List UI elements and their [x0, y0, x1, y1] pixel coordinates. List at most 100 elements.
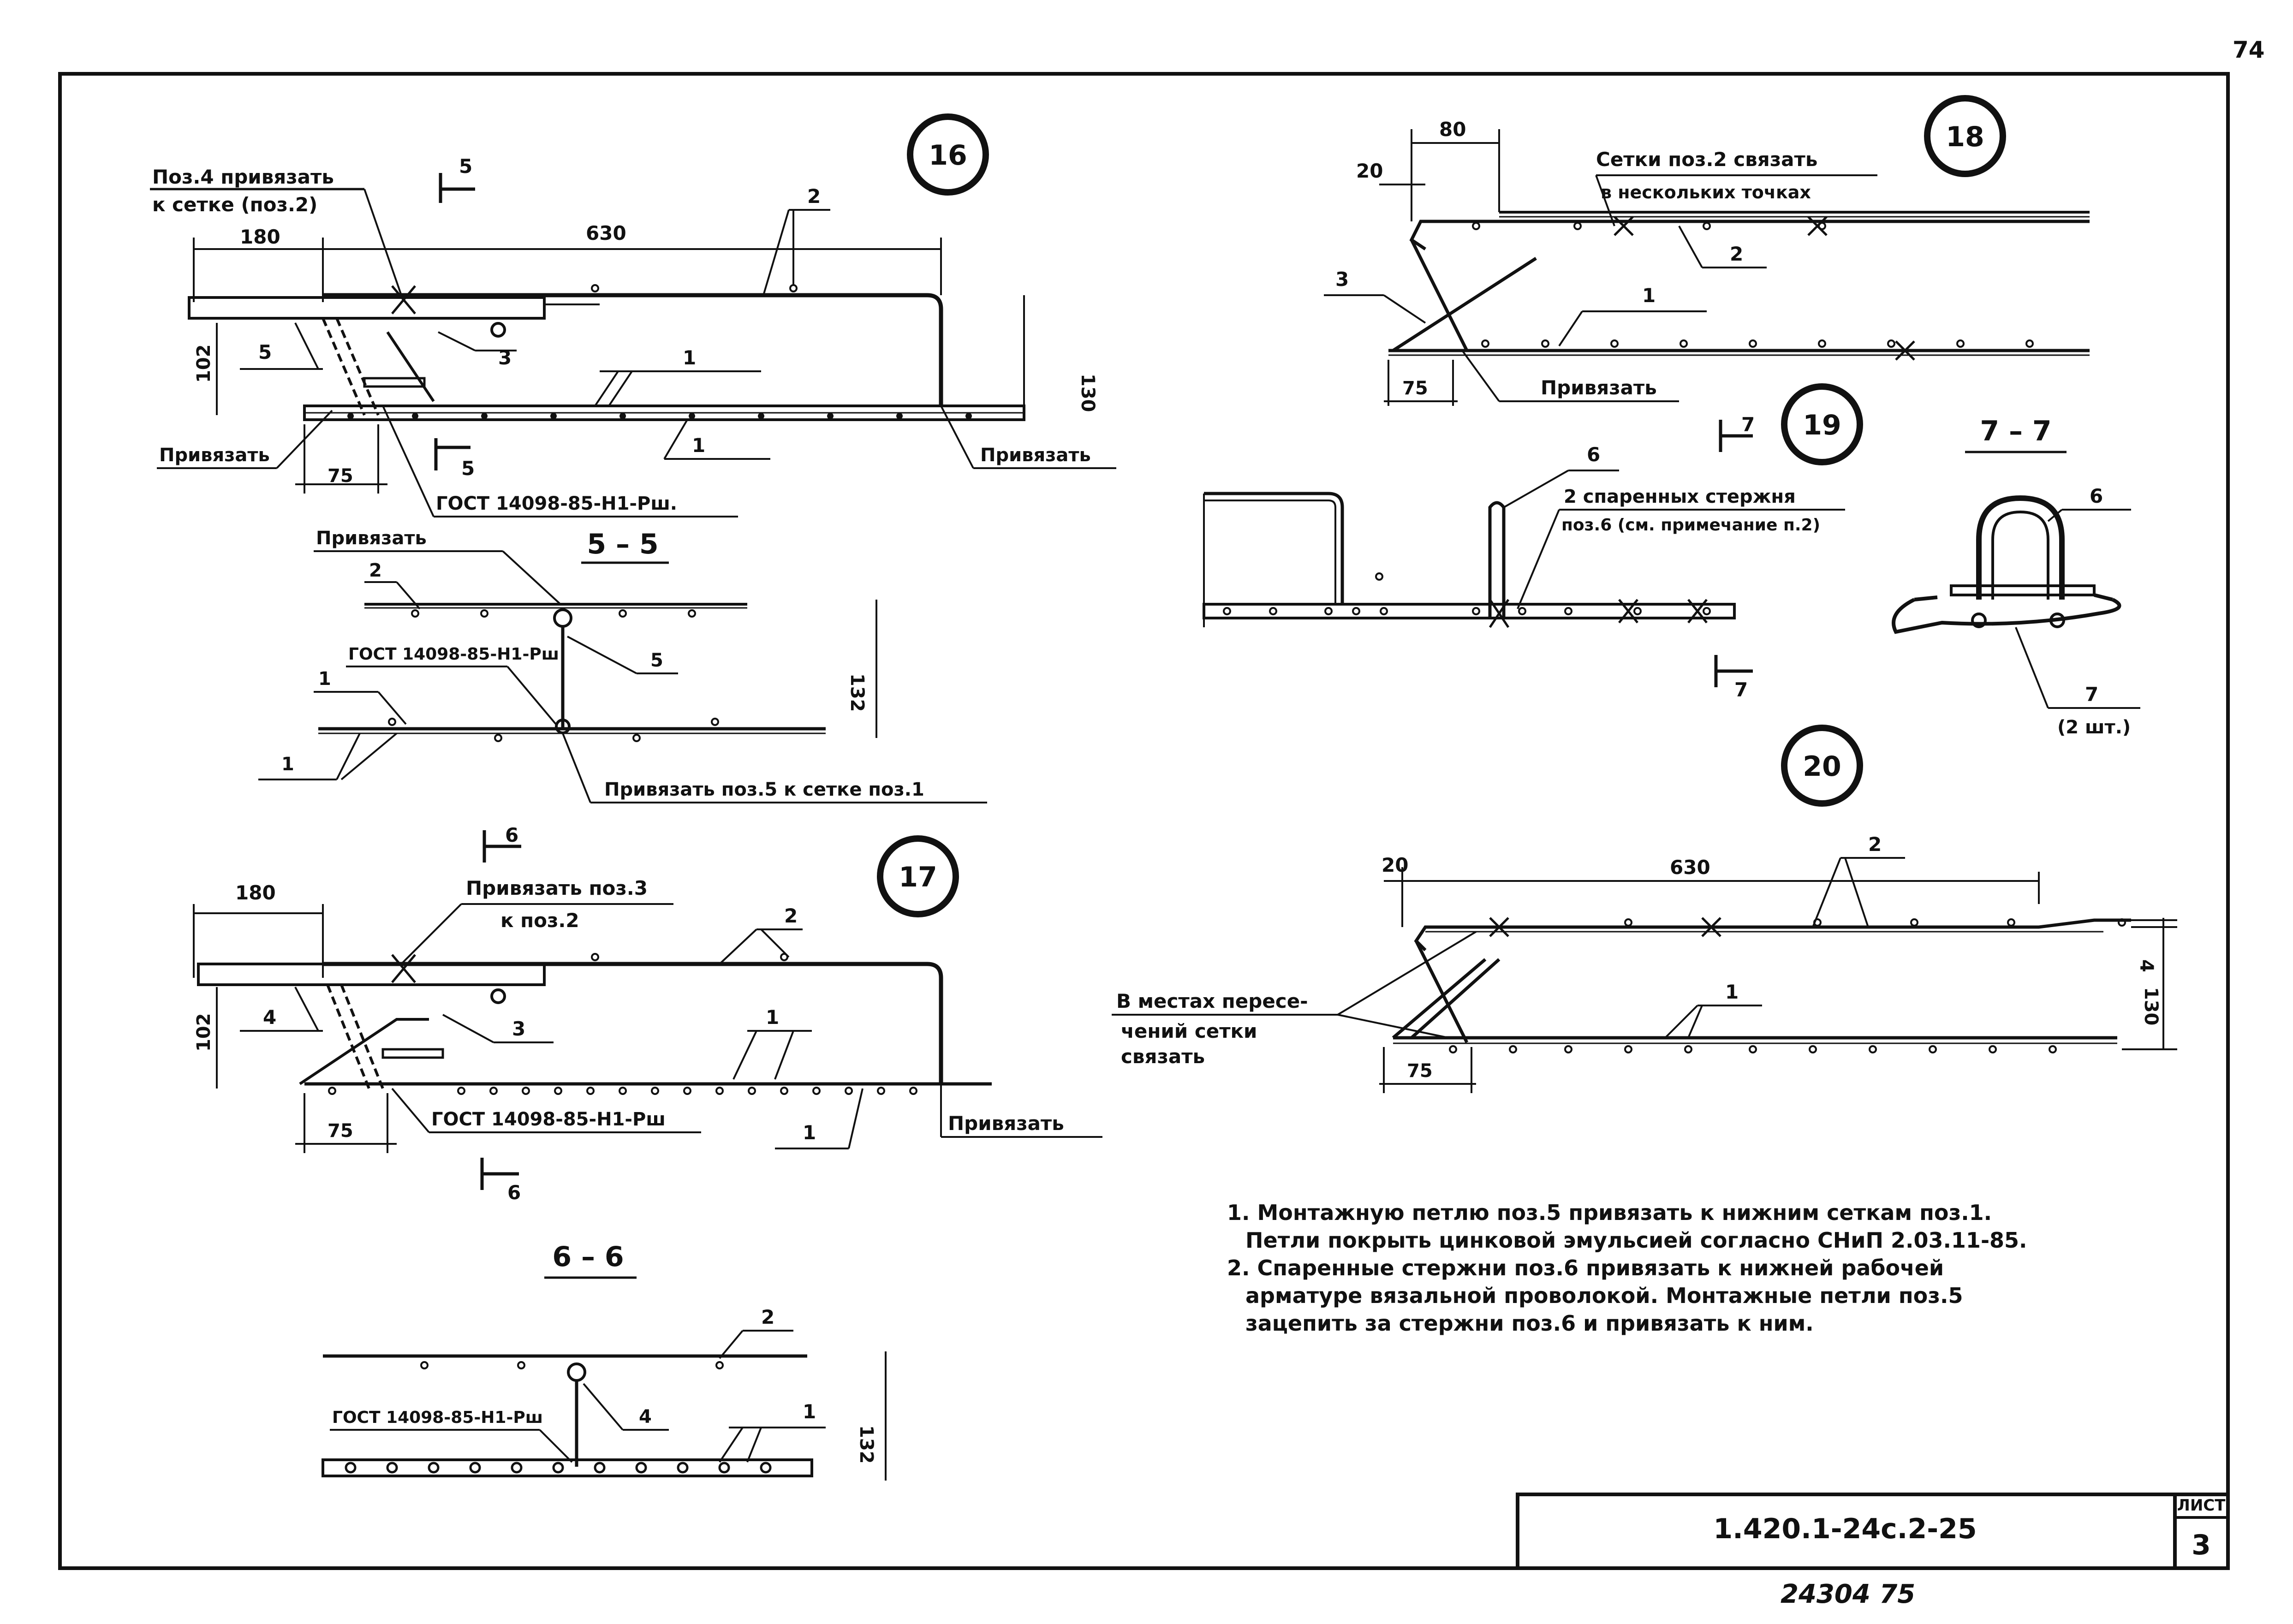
s66-pos4: 4	[639, 1406, 652, 1428]
d17-note: Привязать поз.3	[466, 877, 648, 899]
dim-20-20: 20	[1382, 854, 1408, 876]
d18-note: Сетки поз.2 связать	[1596, 148, 1817, 171]
dim-132: 132	[846, 673, 868, 712]
d17-pos2: 2	[784, 904, 798, 927]
dim-102-17: 102	[193, 1013, 214, 1052]
s55-pos1a: 1	[318, 668, 331, 690]
s66-pos1: 1	[803, 1400, 816, 1423]
s77-pos6: 6	[2090, 485, 2103, 507]
detail-16: 16 Поз.4 привязать к сетке (поз.2) 5 180…	[150, 113, 1116, 518]
detail-16-number: 16	[929, 139, 967, 172]
dim-180: 180	[240, 226, 280, 248]
s55-tie-bottom: Привязать поз.5 к сетке поз.1	[604, 779, 924, 800]
d20-note2: чений сетки	[1121, 1020, 1257, 1042]
note-line-1: 1. Монтажную петлю поз.5 привязать к ниж…	[1227, 1200, 1992, 1225]
d16-pos2: 2	[807, 185, 821, 208]
d16-tie-left: Привязать	[159, 445, 270, 466]
d16-tie-right: Привязать	[980, 445, 1091, 466]
detail-20-number: 20	[1803, 750, 1841, 783]
d17-pos4: 4	[263, 1006, 276, 1029]
d18-bottom-bars	[1481, 339, 2034, 348]
d16-bottom-bars	[347, 413, 972, 419]
page-number: 74	[2233, 36, 2265, 63]
s66-bottom-bars	[345, 1462, 772, 1474]
detail-19: 19 7 6 2 спаренных стержня поз.6 (см. пр…	[1203, 383, 1863, 701]
section-6-6: 6 – 6 2 4 ГОСТ 14098-85-Н1-Рш 1 132	[322, 1241, 887, 1481]
general-notes: 1. Монтажную петлю поз.5 привязать к ниж…	[1227, 1200, 2027, 1336]
dim-130: 130	[1077, 374, 1098, 412]
d16-pos1b: 1	[692, 434, 705, 457]
dim-102: 102	[193, 345, 214, 383]
s66-gost: ГОСТ 14098-85-Н1-Рш	[332, 1408, 543, 1427]
d19-bars	[1223, 607, 1711, 615]
note-line-2: Петли покрыть цинковой эмульсией согласн…	[1245, 1228, 2027, 1253]
d20-pos2: 2	[1868, 833, 1882, 856]
detail-18: 18 80 20 Сетки поз.2 связать в нескольки…	[1324, 95, 2090, 406]
d16-pos1a: 1	[683, 346, 696, 369]
d19-note: 2 спаренных стержня	[1564, 486, 1796, 507]
note-line-4: арматуре вязальной проволокой. Монтажные…	[1245, 1283, 1963, 1308]
dim-130-20: 130	[2140, 987, 2162, 1026]
section-7-7: 7 – 7 6 7 (2 шт.)	[1892, 415, 2140, 738]
drawing-frame	[58, 72, 2230, 1570]
s55-tie-top: Привязать	[316, 528, 427, 549]
section-6-6-title: 6 – 6	[552, 1241, 624, 1273]
d18-pos2: 2	[1730, 243, 1743, 265]
section-7-7-title: 7 – 7	[1980, 415, 2051, 447]
d17-pos1a: 1	[766, 1006, 779, 1029]
section-5-5: 5 – 5 Привязать 2 5 ГОСТ 14098-85-Н1-Рш …	[258, 528, 987, 803]
title-block: 1.420.1-24с.2-25 ЛИСТ 3	[1516, 1493, 2230, 1570]
d18-pos3: 3	[1335, 268, 1349, 291]
section-5-5-title: 5 – 5	[587, 528, 658, 560]
dim-75-17: 75	[328, 1120, 353, 1142]
d20-pos1: 1	[1725, 981, 1739, 1003]
d17-gost: ГОСТ 14098-85-Н1-Рш	[431, 1109, 666, 1130]
d20-bottom-bars	[1449, 1045, 2057, 1053]
d18-note2: в нескольких точках	[1601, 182, 1811, 202]
detail-19-number: 19	[1803, 409, 1841, 441]
d16-pos5: 5	[258, 341, 272, 363]
section-mark-5-top: 5	[459, 155, 472, 178]
detail-16-note2: к сетке (поз.2)	[152, 193, 317, 216]
detail-18-number: 18	[1946, 121, 1984, 153]
detail-17: 17 6 Привязать поз.3 к поз.2 180 2 3 4	[193, 824, 1102, 1204]
d20-note: В местах пересе-	[1116, 990, 1308, 1012]
note-line-5: зацепить за стержни поз.6 и привязать к …	[1245, 1311, 1814, 1336]
section-mark-7-top: 7	[1741, 413, 1755, 436]
detail-16-marker	[907, 113, 989, 196]
d17-pos3: 3	[512, 1017, 525, 1040]
d17-pos1b: 1	[803, 1121, 816, 1144]
dim-4: 4	[2136, 959, 2157, 972]
s55-gost: ГОСТ 14098-85-Н1-Рш	[348, 645, 559, 664]
s55-pos2: 2	[369, 560, 382, 581]
s77-pos7: 7	[2085, 683, 2098, 706]
dim-75-18: 75	[1402, 378, 1428, 399]
dim-630: 630	[586, 222, 626, 244]
d19-pos6: 6	[1587, 443, 1600, 466]
s55-pos5: 5	[650, 650, 663, 671]
d17-note2: к поз.2	[500, 909, 579, 932]
s77-qty: (2 шт.)	[2057, 717, 2131, 738]
detail-20: 20 20 630 2 1 В местах перес	[1112, 725, 2177, 1093]
section-mark-5-bottom: 5	[461, 457, 475, 480]
detail-18-marker	[1924, 95, 2006, 177]
sheet-number: 3	[2192, 1529, 2211, 1561]
note-line-3: 2. Спаренные стержни поз.6 привязать к н…	[1227, 1255, 1944, 1280]
s66-pos2: 2	[761, 1306, 774, 1328]
dim-132-66: 132	[856, 1425, 877, 1464]
detail-20-marker	[1781, 725, 1863, 807]
dim-75-20: 75	[1407, 1060, 1433, 1082]
detail-17-number: 17	[899, 861, 937, 893]
detail-17-marker	[877, 835, 959, 917]
d18-pos1: 1	[1642, 284, 1656, 307]
d17-tie-right: Привязать	[948, 1112, 1064, 1135]
d17-bottom-bars	[328, 1087, 917, 1095]
dim-180-17: 180	[235, 881, 276, 904]
d18-tie: Привязать	[1541, 376, 1657, 399]
detail-19-marker	[1781, 383, 1863, 465]
section-mark-7-bottom: 7	[1734, 678, 1748, 701]
dim-630-20: 630	[1670, 856, 1710, 879]
dim-75: 75	[328, 465, 353, 487]
